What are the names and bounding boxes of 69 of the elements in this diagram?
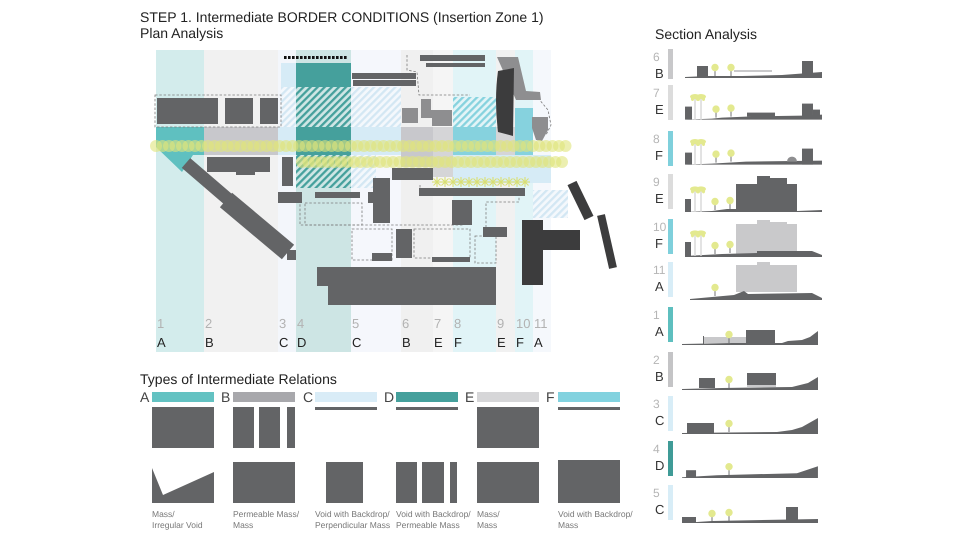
type-letter: C — [303, 389, 314, 405]
row-number: 10 — [653, 220, 666, 235]
row-number: 11 — [653, 263, 666, 278]
plan-strip — [453, 314, 496, 352]
diagram-title: STEP 1. Intermediate BORDER CONDITIONS (Insertion Zone 1) — [140, 9, 544, 25]
strip-letter: F — [454, 335, 462, 350]
plan-strip — [204, 314, 278, 352]
type-letter: E — [465, 389, 474, 405]
strip-letter: B — [402, 335, 411, 350]
row-letter: F — [655, 236, 663, 251]
plan-strip — [496, 314, 515, 352]
type-letter: B — [221, 389, 230, 405]
type-description: Void with Backdrop/ Perpendicular Mass — [315, 509, 392, 531]
type-description: Mass/ Mass — [477, 509, 501, 531]
strip-number: 2 — [205, 316, 212, 331]
section-heading: Section Analysis — [655, 26, 757, 42]
row-number: 8 — [653, 132, 660, 147]
strip-letter: E — [434, 335, 443, 350]
strip-letter: C — [352, 335, 362, 350]
row-letter: D — [655, 458, 664, 473]
strip-number: 8 — [454, 316, 462, 331]
plan-strip — [433, 314, 453, 352]
strip-letter: C — [279, 335, 288, 350]
row-number: 2 — [653, 353, 660, 368]
section-heading: Types of Intermediate Relations — [140, 371, 337, 387]
type-description: Void with Backdrop/ Permeable Mass — [396, 509, 472, 531]
strip-number: 6 — [402, 316, 410, 331]
strip-letter: A — [534, 335, 543, 350]
strip-number: 7 — [434, 316, 442, 331]
type-description: Mass/ Irregular Void — [152, 509, 204, 531]
row-number: 1 — [653, 308, 660, 323]
plan-strip — [533, 314, 551, 352]
strip-letter: F — [516, 335, 524, 350]
plan-strip — [278, 314, 296, 352]
row-number: 9 — [653, 175, 660, 190]
row-letter: C — [655, 502, 664, 517]
plan-strip — [156, 314, 204, 352]
strip-number: 1 — [157, 316, 164, 331]
strip-number: 10 — [516, 316, 530, 331]
strip-number: 11 — [534, 316, 548, 331]
row-letter: B — [655, 66, 664, 81]
type-description: Void with Backdrop/ Mass — [558, 509, 634, 531]
row-letter: F — [655, 148, 663, 163]
row-number: 6 — [653, 50, 660, 65]
row-letter: A — [655, 324, 664, 339]
strip-number: 9 — [497, 316, 504, 331]
type-letter: F — [546, 389, 555, 405]
row-number: 7 — [653, 86, 660, 101]
strip-number: 5 — [352, 316, 360, 331]
strip-letter: B — [205, 335, 214, 350]
type-letter: A — [140, 389, 150, 405]
strip-letter: A — [157, 335, 166, 350]
section-heading: Plan Analysis — [140, 25, 224, 41]
type-description: Permeable Mass/ Mass — [233, 509, 300, 531]
row-number: 5 — [653, 486, 660, 501]
row-number: 4 — [653, 442, 660, 457]
row-letter: B — [655, 369, 664, 384]
row-letter: E — [655, 102, 664, 117]
plan-strip — [296, 314, 351, 352]
strip-letter: D — [297, 335, 306, 350]
type-letter: D — [384, 389, 394, 405]
row-number: 3 — [653, 397, 660, 412]
row-letter: C — [655, 413, 664, 428]
plan-strip — [515, 314, 533, 352]
strip-number: 3 — [279, 316, 286, 331]
plan-strip — [351, 314, 401, 352]
row-letter: E — [655, 191, 664, 206]
strip-letter: E — [497, 335, 506, 350]
row-letter: A — [655, 279, 664, 294]
